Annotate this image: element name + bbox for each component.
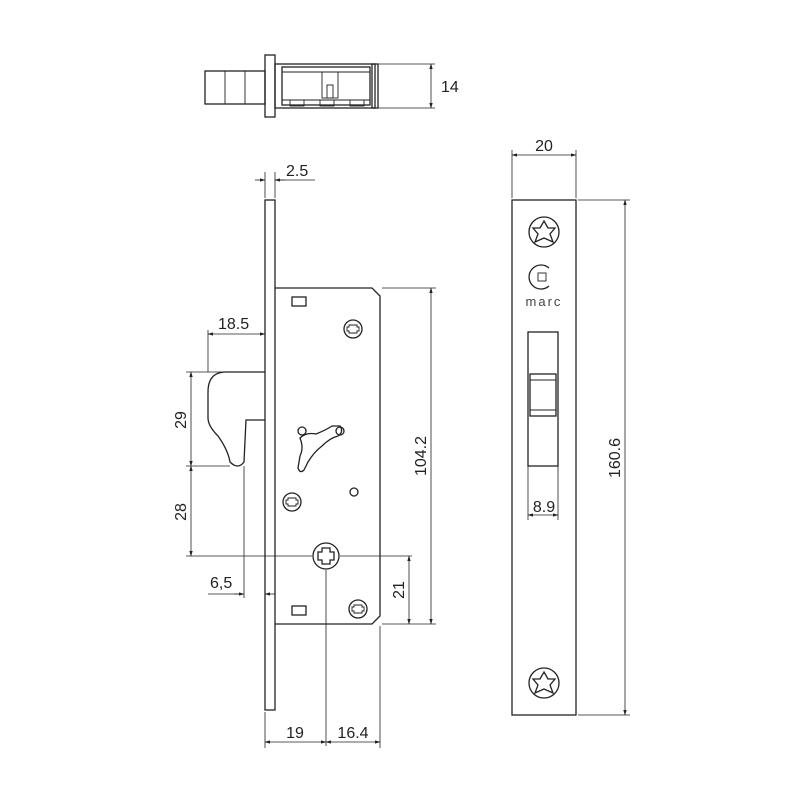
brand-name: marc xyxy=(526,294,563,309)
dim-case-height: 104.2 xyxy=(413,436,430,476)
dim-cylinder-to-bottom: 21 xyxy=(391,581,408,599)
brand-logo-icon xyxy=(528,264,550,290)
dim-faceplate-width: 20 xyxy=(535,138,553,155)
dim-slot-width: 8.9 xyxy=(533,499,555,516)
screw-icon xyxy=(348,599,368,619)
screw-icon xyxy=(343,319,363,339)
dim-hook-reach: 18.5 xyxy=(218,316,249,333)
dim-hook-height: 29 xyxy=(173,411,190,429)
faceplate-side xyxy=(264,199,276,711)
side-view xyxy=(186,172,436,748)
cylinder-hole-icon xyxy=(312,542,340,570)
hook-slot xyxy=(527,331,559,467)
hex-screw-icon xyxy=(528,667,560,699)
dim-top-height: 14 xyxy=(441,79,459,96)
screw-icon xyxy=(282,492,302,512)
faceplate-front xyxy=(511,199,577,716)
dim-faceplate-thickness: 2.5 xyxy=(286,163,308,180)
hex-screw-icon xyxy=(528,216,560,248)
dim-hook-to-cylinder: 28 xyxy=(173,503,190,521)
dim-hook-tip: 6,5 xyxy=(210,575,232,592)
front-view xyxy=(511,150,630,716)
lock-case xyxy=(275,287,381,625)
top-view xyxy=(204,54,435,118)
hook-bolt xyxy=(207,371,265,467)
dim-faceplate-length: 160.6 xyxy=(607,438,624,478)
dim-cylinder-to-back: 16.4 xyxy=(337,725,368,742)
dim-backset: 19 xyxy=(286,725,304,742)
